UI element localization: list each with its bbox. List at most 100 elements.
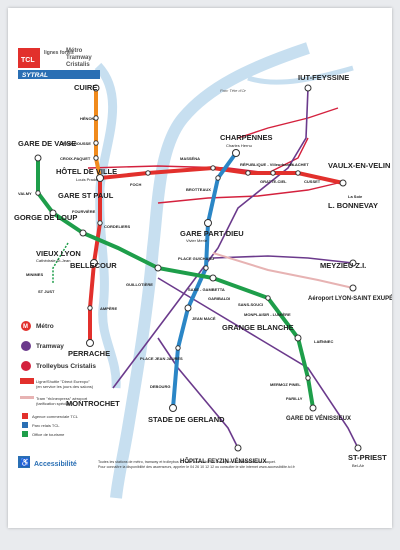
label-la-soie: La Soie (348, 194, 363, 199)
label-flachet: FLACHET (290, 162, 309, 167)
parc-relais-icon (22, 422, 28, 428)
label-republique: RÉPUBLIQUE - Villeurbanne (240, 162, 294, 167)
station-guillotiere[interactable] (154, 264, 162, 272)
label-foch: FOCH (130, 182, 141, 187)
station-grange-blanche[interactable] (294, 334, 302, 342)
legend-rhone-express: Tram "rhônexpress" aéroport (36, 396, 88, 401)
station-henon[interactable] (93, 115, 99, 121)
label-mermoz: MERMOZ PINEL (270, 382, 301, 387)
label-parilly: PARILLY (286, 396, 303, 401)
legend-parc-relais: Parc relais TCL (32, 423, 60, 428)
station-markers (34, 84, 362, 452)
station-republique[interactable] (245, 170, 251, 176)
trolley-line-c3 (157, 182, 339, 204)
brand-tag: lignes fortes (44, 50, 74, 56)
brand-line3: Cristalis (66, 62, 90, 68)
label-meyzieu: MEYZIEU Z.I. (320, 261, 366, 270)
legend-trolley: Trolleybus Cristalis (36, 363, 96, 370)
label-valmy: VALMY (18, 191, 32, 196)
label-cordeliers: CORDELIERS (104, 224, 131, 229)
station-sans-souci[interactable] (265, 295, 271, 301)
station-gare-part-dieu[interactable] (204, 219, 212, 227)
label-laennec: LAËNNEC (314, 339, 333, 344)
label-vaulx: VAULX-EN-VELIN (328, 161, 390, 170)
station-saxe-gambetta[interactable] (209, 274, 217, 282)
station-st-priest[interactable] (354, 444, 362, 452)
station-cuire[interactable] (92, 84, 100, 92)
label-parc-tete-dor: Parc Tête d'Or (220, 88, 247, 93)
label-massena: MASSÉNA (180, 156, 200, 161)
station-mermoz-pinel[interactable] (305, 375, 311, 381)
label-guillotiere: GUILLOTIÈRE (126, 282, 153, 287)
station-meyzieu[interactable] (349, 259, 357, 267)
station-stade-gerland[interactable] (169, 404, 177, 412)
svg-text:M: M (23, 324, 28, 330)
map-sheet: TCL lignes fortes Métro Tramway Cristali… (8, 8, 392, 528)
label-gare-venissieux: GARE DE VÉNISSIEUX (286, 414, 351, 422)
station-vieux-lyon[interactable] (79, 229, 87, 237)
station-bellecour[interactable] (90, 259, 98, 267)
station-vaulx-la-soie[interactable] (339, 179, 347, 187)
label-cuire: CUIRE (74, 83, 97, 92)
legend-agence: Agence commerciale TCL (32, 414, 79, 419)
station-foch[interactable] (145, 170, 151, 176)
label-charpennes-sub: Charles Hernu (226, 143, 252, 148)
station-hotel-de-ville[interactable] (96, 174, 104, 182)
transit-map: TCL lignes fortes Métro Tramway Cristali… (14, 42, 392, 499)
sytral-bar (18, 70, 100, 79)
tcl-logo (18, 48, 40, 68)
label-bellecour: BELLECOUR (70, 261, 117, 270)
label-stade-gerland: STADE DE GERLAND (148, 415, 225, 424)
station-hopital-feyzin[interactable] (234, 444, 242, 452)
label-croix-rousse: CROIX-ROUSSE (60, 141, 91, 146)
station-croix-paquet[interactable] (93, 155, 99, 161)
station-aeroport[interactable] (349, 284, 357, 292)
station-valmy[interactable] (35, 190, 41, 196)
station-croix-rousse[interactable] (93, 140, 99, 146)
station-iut-feyssine[interactable] (304, 84, 312, 92)
label-iut-feyssine: IUT-FEYSSINE (298, 73, 349, 82)
label-gare-vaise: GARE DE VAISE (18, 139, 76, 148)
station-charpennes[interactable] (232, 149, 240, 157)
brand-line2: Tramway (66, 55, 92, 61)
station-jean-mace[interactable] (184, 304, 192, 312)
label-jean-jaures: PLACE JEAN JAURÈS (140, 356, 183, 361)
agence-icon (22, 413, 28, 419)
label-jean-mace: JEAN MACÉ (192, 316, 216, 321)
label-garibaldi: GARIBALDI (208, 296, 230, 301)
station-gare-vaise[interactable] (34, 154, 42, 162)
label-st-just: ST JUST (38, 289, 55, 294)
legend-metro: Métro (36, 323, 54, 330)
station-massena[interactable] (210, 165, 216, 171)
label-st-priest-sub: Bel-Air (352, 463, 365, 468)
station-gare-venissieux[interactable] (309, 404, 317, 412)
station-place-jean-jaures[interactable] (175, 345, 181, 351)
legend-accessibilite-text2: Pour connaître la disponibilité des asce… (98, 465, 296, 469)
tram-line-t3 (212, 255, 354, 264)
label-hotel-de-ville: HÔTEL DE VILLE (56, 167, 117, 176)
station-flachet[interactable] (295, 170, 301, 176)
label-ampere: AMPÈRE (100, 306, 117, 311)
station-perrache[interactable] (86, 339, 94, 347)
label-hopital-feyzin: HÔPITAL FEYZIN VÉNISSIEUX (180, 457, 266, 465)
label-place-guichard: PLACE GUICHARD (178, 256, 214, 261)
station-cordeliers[interactable] (97, 220, 103, 226)
canal (247, 65, 354, 85)
label-sans-souci: SANS-SOUCI (238, 302, 263, 307)
station-brotteaux[interactable] (215, 175, 221, 181)
label-henon: HÉNON (80, 116, 95, 121)
accessibility-icon (18, 456, 30, 468)
station-labels: CUIRE HÉNON CROIX-ROUSSE CROIX-PAQUET HÔ… (14, 73, 392, 468)
label-aeroport: Aéroport LYON-SAINT EXUPÉRY (308, 294, 392, 302)
label-part-dieu-sub: Vivier Merle (186, 238, 208, 243)
station-gratte-ciel[interactable] (270, 170, 276, 176)
station-ampere[interactable] (87, 305, 93, 311)
label-minimes: MINIMES (26, 272, 43, 277)
legend-rhone-express-sub: (tarification spéciale) (36, 401, 73, 406)
station-gorge-de-loup[interactable] (49, 209, 57, 217)
label-gare-st-paul: GARE ST PAUL (58, 191, 114, 200)
label-montrochet: MONTROCHET (66, 399, 120, 408)
label-grange-blanche: GRANGE BLANCHE (222, 323, 294, 332)
label-saxe-gambetta: SAXE - GAMBETTA (188, 287, 225, 292)
station-place-guichard[interactable] (203, 265, 209, 271)
